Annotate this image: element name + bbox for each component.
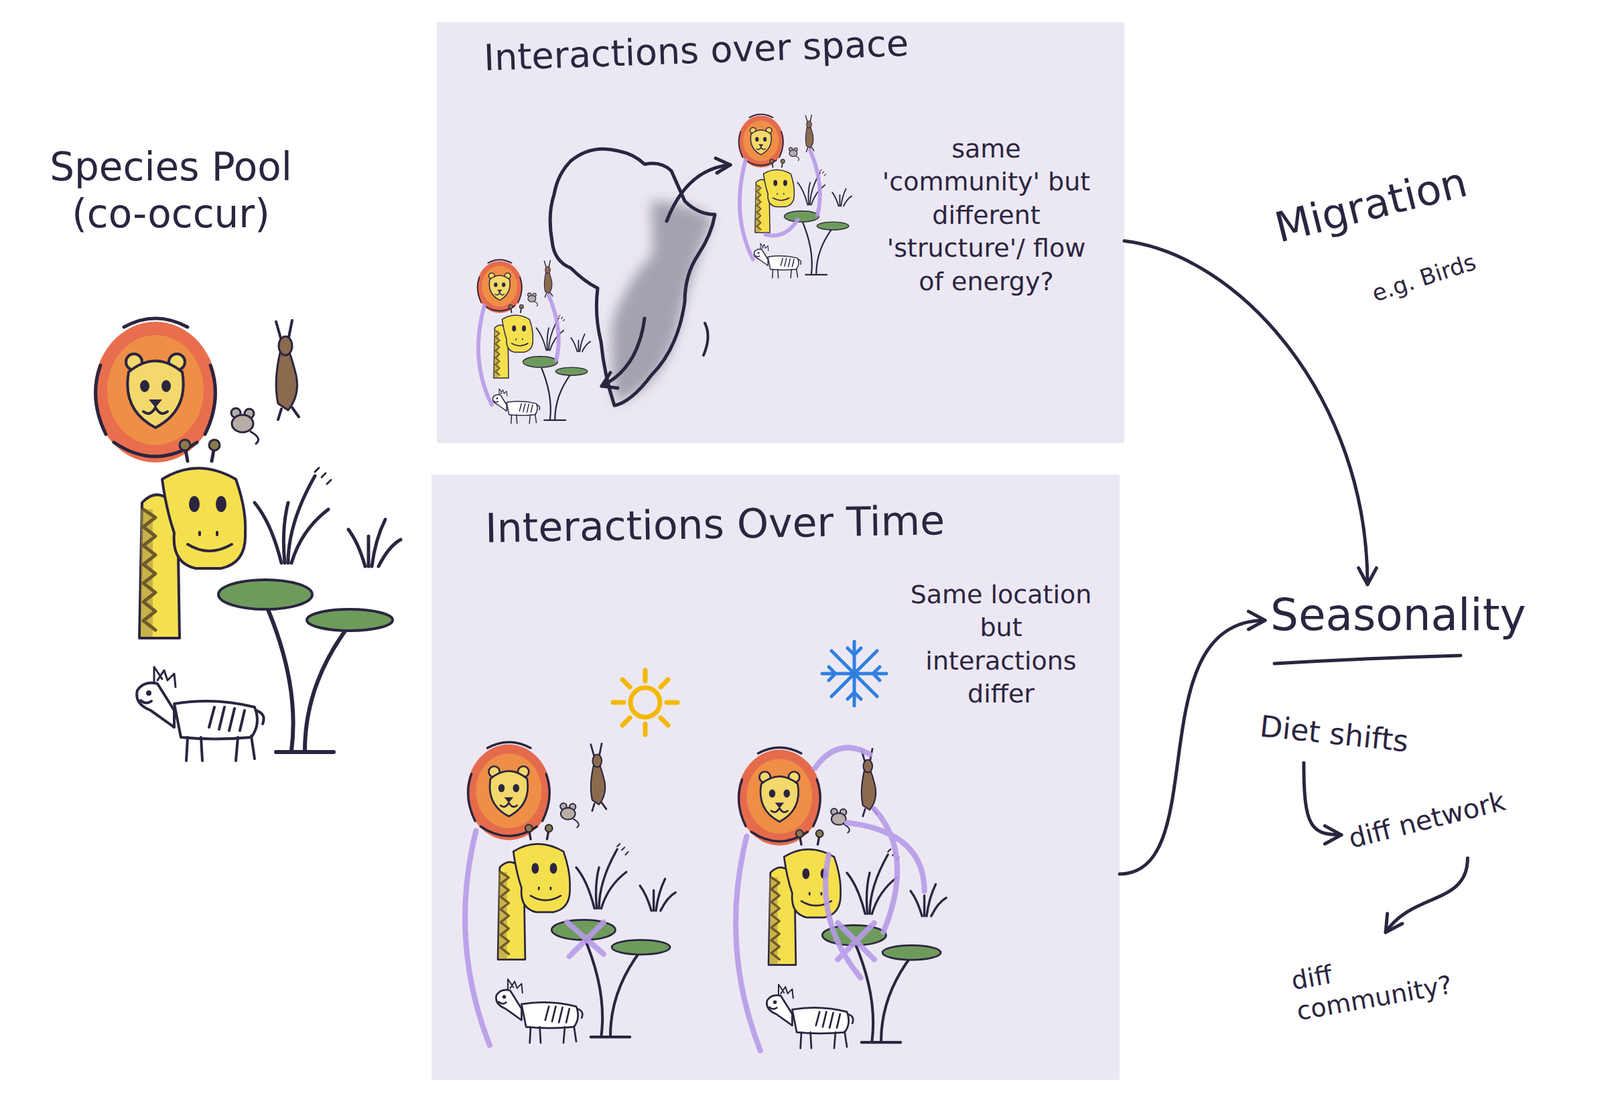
concept-node: diff community? xyxy=(1289,937,1465,1027)
map-arrow xyxy=(601,158,731,388)
community-figure xyxy=(464,741,676,1045)
sun-icon xyxy=(613,670,678,735)
example-label: e.g. Birds xyxy=(1368,248,1480,307)
species-pool-figure xyxy=(93,318,401,761)
connector-arrow xyxy=(1119,611,1265,874)
connector-arrow xyxy=(1303,762,1342,844)
map-arrow xyxy=(666,164,731,222)
connector-line xyxy=(1385,857,1468,932)
node-text: Seasonality xyxy=(1270,589,1527,641)
community-figure xyxy=(737,747,947,1048)
connector-arrow xyxy=(1124,241,1377,585)
community-figure xyxy=(735,747,925,1051)
species-pool-figure xyxy=(93,318,401,761)
arrowhead xyxy=(1248,611,1265,630)
panel: Interactions Over TimeSame location but … xyxy=(431,474,1120,1080)
community-figure xyxy=(477,259,591,424)
map-arrow xyxy=(601,372,618,388)
concept-node: Seasonality xyxy=(1270,589,1527,641)
species-pool-label: Species Pool (co-occur) xyxy=(30,144,312,238)
panel-note: same 'community' but different 'structur… xyxy=(872,132,1101,299)
africa-map xyxy=(611,201,713,403)
map-arrow xyxy=(715,158,731,173)
node-text: diff community? xyxy=(1289,937,1465,1027)
africa-map xyxy=(703,322,709,356)
snowflake-icon xyxy=(822,641,887,706)
panel-title: Interactions over space xyxy=(483,22,910,80)
connector-line xyxy=(1303,762,1342,835)
sun-icon xyxy=(613,670,678,735)
sun-icon xyxy=(630,687,660,717)
community-figure xyxy=(477,259,591,424)
arrowhead xyxy=(1385,913,1403,932)
panel-note: Same location but interactions differ xyxy=(903,578,1099,711)
panel-title: Interactions Over Time xyxy=(484,497,945,552)
arrowhead xyxy=(1324,825,1342,844)
snowflake-icon xyxy=(822,641,887,706)
concept-node: Diet shifts xyxy=(1258,709,1410,760)
node-text: diff network xyxy=(1345,785,1509,855)
concept-node: diff network xyxy=(1345,785,1509,855)
migration-label: Migration xyxy=(1270,158,1473,252)
community-figure xyxy=(738,114,852,279)
underline xyxy=(1274,655,1461,664)
community-figure xyxy=(464,830,604,1046)
panel-ground xyxy=(431,474,1120,1080)
connector-arrow xyxy=(1385,857,1468,932)
community-figure xyxy=(467,741,676,1043)
connector-line xyxy=(1124,241,1368,585)
snowflake-icon xyxy=(828,647,880,699)
connector-line xyxy=(1119,620,1265,874)
panel: Interactions over space same 'community' … xyxy=(436,22,1125,443)
community-figure xyxy=(735,747,947,1050)
arrowhead xyxy=(1358,567,1377,585)
panel-ground xyxy=(436,22,1125,443)
community-figure xyxy=(739,150,821,260)
community-figure xyxy=(738,114,852,279)
community-figure xyxy=(478,295,559,405)
node-text: Diet shifts xyxy=(1258,709,1410,760)
